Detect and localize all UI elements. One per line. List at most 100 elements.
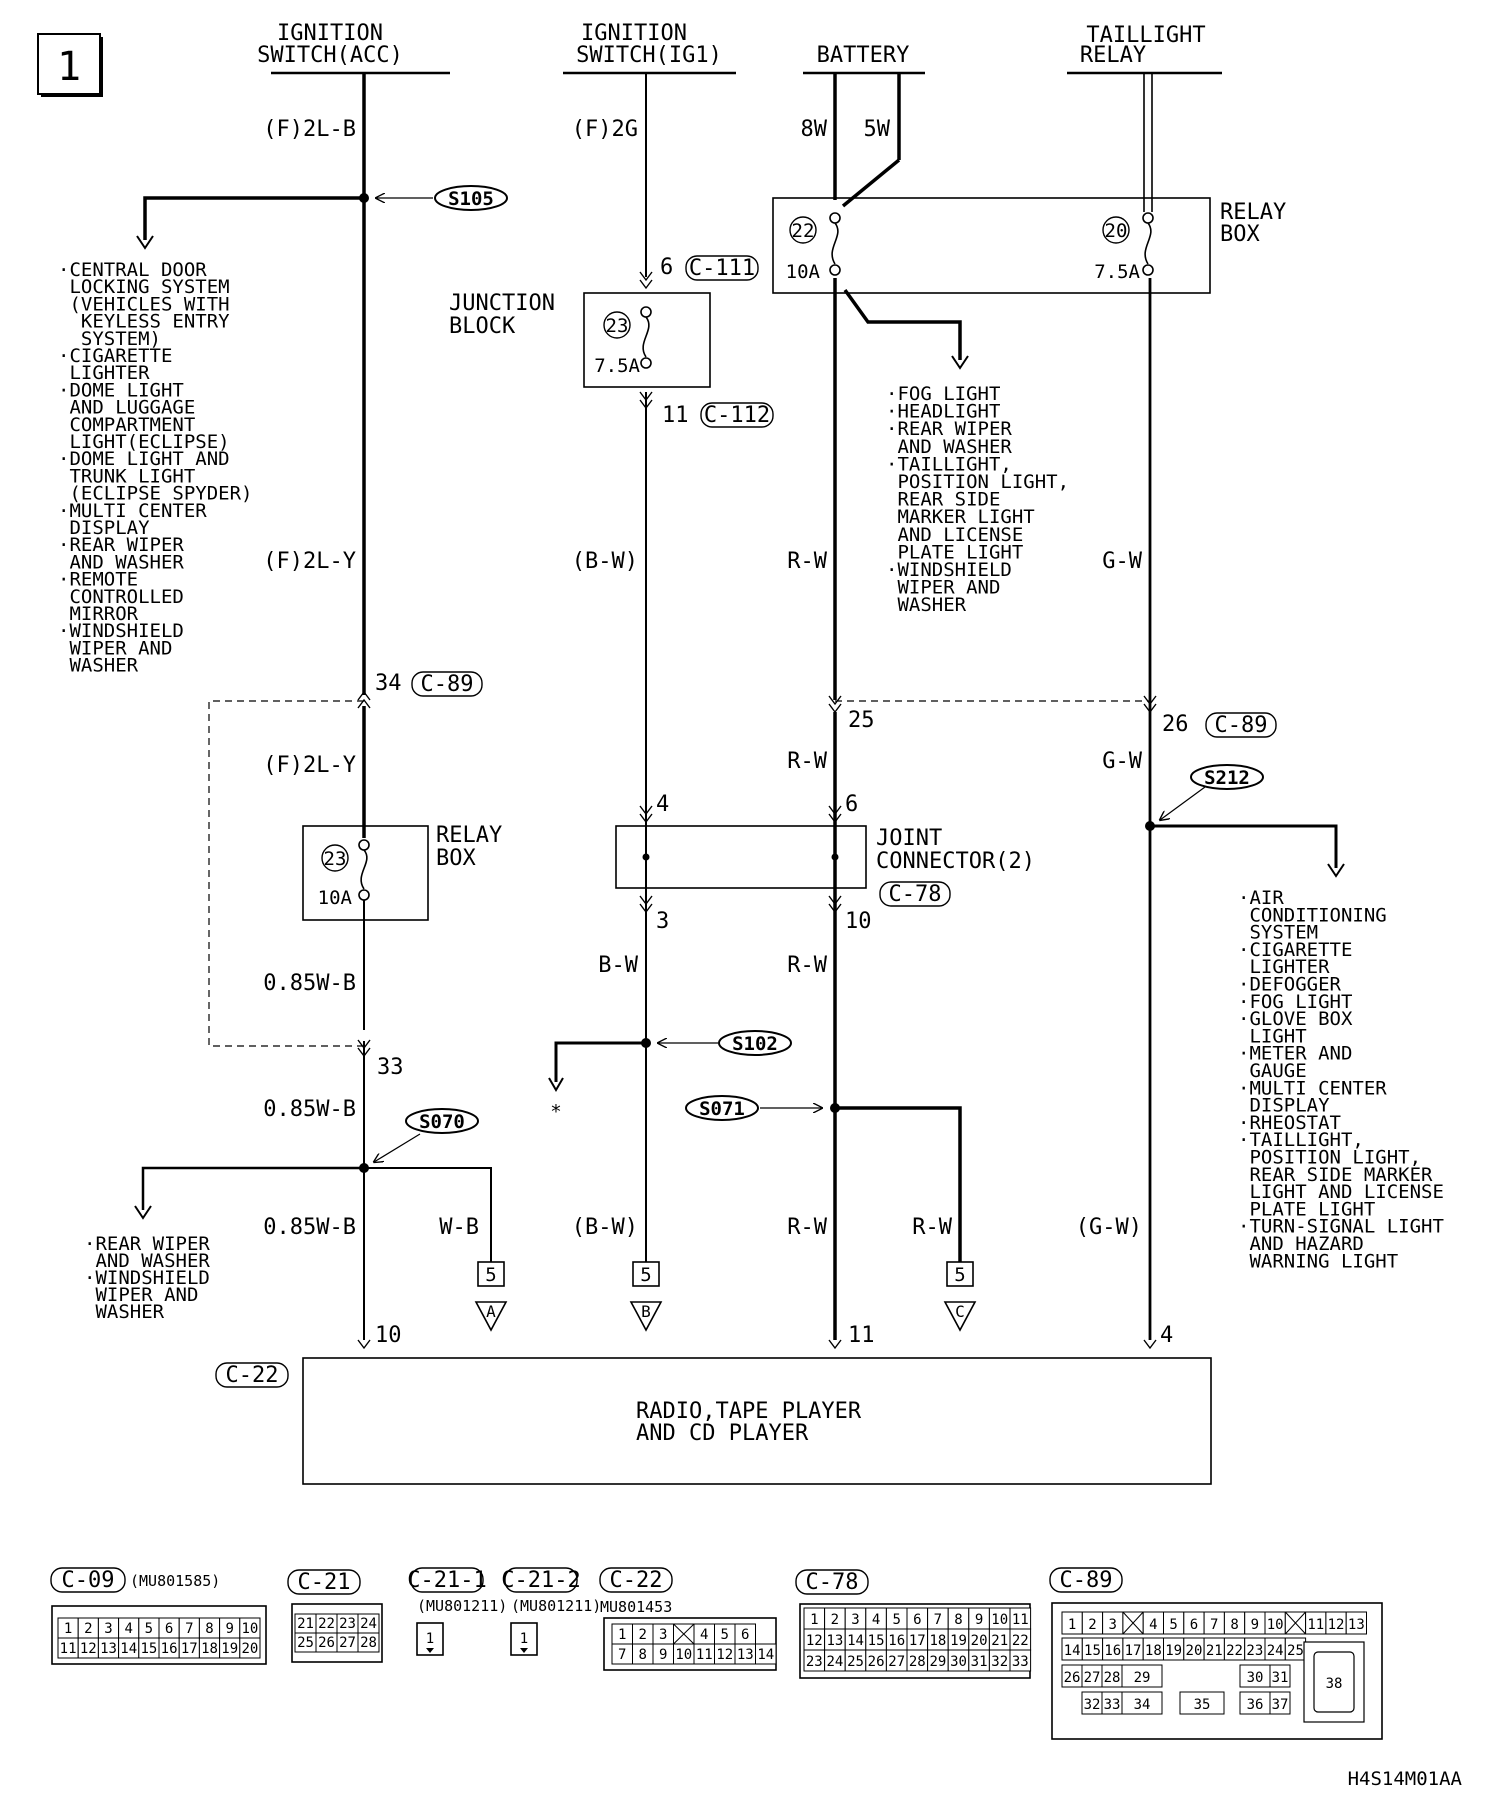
note-line: ·REAR WIPER bbox=[84, 1233, 210, 1255]
wire-label: (F)2L-Y bbox=[263, 753, 356, 778]
note-line: ·REAR WIPER bbox=[886, 418, 1012, 440]
note-line: (VEHICLES WITH bbox=[58, 293, 230, 315]
fuse-rating: 10A bbox=[318, 887, 353, 909]
pin-cell: 15 bbox=[1084, 1643, 1101, 1659]
pin-cell: 10 bbox=[1267, 1617, 1284, 1633]
fuse-rating: 10A bbox=[786, 261, 821, 283]
pin-cell: 17 bbox=[1125, 1643, 1142, 1659]
pin-cell: 21 bbox=[991, 1633, 1008, 1649]
pin-cell: 2 bbox=[831, 1612, 839, 1628]
junction-block-label-line1: JUNCTION bbox=[449, 291, 555, 316]
pin-cell: 17 bbox=[181, 1641, 198, 1657]
svg-text:C-78: C-78 bbox=[889, 882, 942, 907]
wire-label: R-W bbox=[787, 549, 827, 574]
note-line: ·FOG LIGHT bbox=[1238, 991, 1352, 1013]
pin-cell: 3 bbox=[851, 1612, 859, 1628]
svg-text:C: C bbox=[955, 1302, 965, 1321]
note-line: DISPLAY bbox=[58, 517, 150, 539]
pin-cell: 19 bbox=[950, 1633, 967, 1649]
pin-number: 26 bbox=[1162, 712, 1189, 737]
pin-cell: 31 bbox=[971, 1654, 988, 1670]
pin-cell: 21 bbox=[1206, 1643, 1223, 1659]
note-line: POSITION LIGHT, bbox=[886, 471, 1069, 493]
pin-cell: 24 bbox=[360, 1616, 377, 1632]
pin-cell: 22 bbox=[318, 1616, 335, 1632]
wire-label: (B-W) bbox=[572, 1215, 638, 1240]
note-line: REAR SIDE MARKER bbox=[1238, 1164, 1433, 1186]
branch-s212 bbox=[1150, 824, 1338, 868]
connector-view-label: C-22 bbox=[610, 1568, 663, 1593]
pin-cell: 27 bbox=[888, 1654, 905, 1670]
note-line: ·CENTRAL DOOR bbox=[58, 259, 207, 281]
wire-label: (F)2G bbox=[572, 117, 638, 142]
off-page-a: 5 A bbox=[474, 1261, 508, 1332]
joint-connector: JOINT CONNECTOR(2) bbox=[615, 816, 1035, 892]
svg-text:S212: S212 bbox=[1204, 767, 1250, 789]
note-line: ·REMOTE bbox=[58, 569, 138, 591]
connector-view-c211: C-21-1(MU801211)1 bbox=[407, 1567, 507, 1656]
branch-s105 bbox=[143, 196, 364, 240]
pin-cell: 1 bbox=[618, 1627, 626, 1643]
pin-cell: 7 bbox=[185, 1621, 193, 1637]
off-page-connectors: 5 A 5 B 5 C * bbox=[474, 1101, 977, 1332]
c89-connector-dashes bbox=[208, 690, 1157, 1058]
pin-cell: 1 bbox=[810, 1612, 818, 1628]
note-line: ·FOG LIGHT bbox=[886, 383, 1000, 405]
pin-cell: 12 bbox=[1328, 1617, 1345, 1633]
pin-cell: 10 bbox=[675, 1647, 692, 1663]
wire-label: (F)2L-Y bbox=[263, 549, 356, 574]
branch-fuse22 bbox=[843, 288, 962, 360]
pin-cell: 14 bbox=[1064, 1643, 1081, 1659]
relay-box-mid: RELAY BOX 23 10A bbox=[302, 823, 502, 921]
pin-cell: 13 bbox=[826, 1633, 843, 1649]
notes-battery-loads: ·FOG LIGHT·HEADLIGHT·REAR WIPER AND WASH… bbox=[886, 383, 1069, 616]
pin-cell: 28 bbox=[1104, 1670, 1121, 1686]
note-line: ·CIGARETTE bbox=[1238, 939, 1352, 961]
wire-label: (F)2L-B bbox=[263, 117, 356, 142]
part-number: (MU801585) bbox=[130, 1572, 220, 1590]
wire-label: R-W bbox=[912, 1215, 952, 1240]
pin-cell: 6 bbox=[913, 1612, 921, 1628]
svg-text:5: 5 bbox=[485, 1264, 496, 1286]
wire-taillight bbox=[1143, 73, 1345, 1340]
pin-cell: 22 bbox=[1226, 1643, 1243, 1659]
wire-label: G-W bbox=[1102, 549, 1142, 574]
fuse-number: 20 bbox=[1105, 220, 1128, 242]
wire-label: W-B bbox=[439, 1215, 479, 1240]
pin-cell: 11 bbox=[696, 1647, 713, 1663]
note-line: ·RHEOSTAT bbox=[1238, 1112, 1341, 1134]
note-line: WIPER AND bbox=[84, 1284, 198, 1306]
note-line: WASHER bbox=[58, 655, 139, 677]
note-line: LIGHT(ECLIPSE) bbox=[58, 431, 230, 453]
note-line: WIPER AND bbox=[886, 577, 1000, 599]
pin-cell: 4 bbox=[700, 1627, 708, 1643]
pin-cell: 26 bbox=[868, 1654, 885, 1670]
note-line: CONDITIONING bbox=[1238, 904, 1387, 926]
pin-number: 11 bbox=[848, 1323, 875, 1348]
source-label-line1: IGNITION bbox=[277, 21, 383, 46]
notes-s070-loads: ·REAR WIPER AND WASHER·WINDSHIELD WIPER … bbox=[84, 1233, 210, 1323]
wire-label: B-W bbox=[598, 953, 638, 978]
off-page-c: 5 C bbox=[943, 1261, 977, 1332]
pin-cell: 8 bbox=[954, 1612, 962, 1628]
note-line: LIGHT bbox=[1238, 1025, 1307, 1047]
pin-number: 25 bbox=[848, 708, 875, 733]
pin-cell: 15 bbox=[140, 1641, 157, 1657]
wire-label: R-W bbox=[787, 1215, 827, 1240]
pin-cell: 7 bbox=[618, 1647, 626, 1663]
pin-cell: 10 bbox=[991, 1612, 1008, 1628]
relay-box-label-line2: BOX bbox=[436, 846, 476, 871]
note-line: PLATE LIGHT bbox=[1238, 1198, 1375, 1220]
note-line: ·MULTI CENTER bbox=[58, 500, 207, 522]
note-line: PLATE LIGHT bbox=[886, 541, 1023, 563]
note-line: LIGHT AND LICENSE bbox=[1238, 1181, 1444, 1203]
svg-text:C-112: C-112 bbox=[704, 403, 770, 428]
pin-cell: 12 bbox=[716, 1647, 733, 1663]
connector-view-label: C-21 bbox=[298, 1570, 351, 1595]
pin-number: 6 bbox=[660, 255, 673, 280]
pin-cell: 23 bbox=[339, 1616, 356, 1632]
pin-cell: 7 bbox=[934, 1612, 942, 1628]
part-number: (MU801211) bbox=[511, 1597, 601, 1615]
